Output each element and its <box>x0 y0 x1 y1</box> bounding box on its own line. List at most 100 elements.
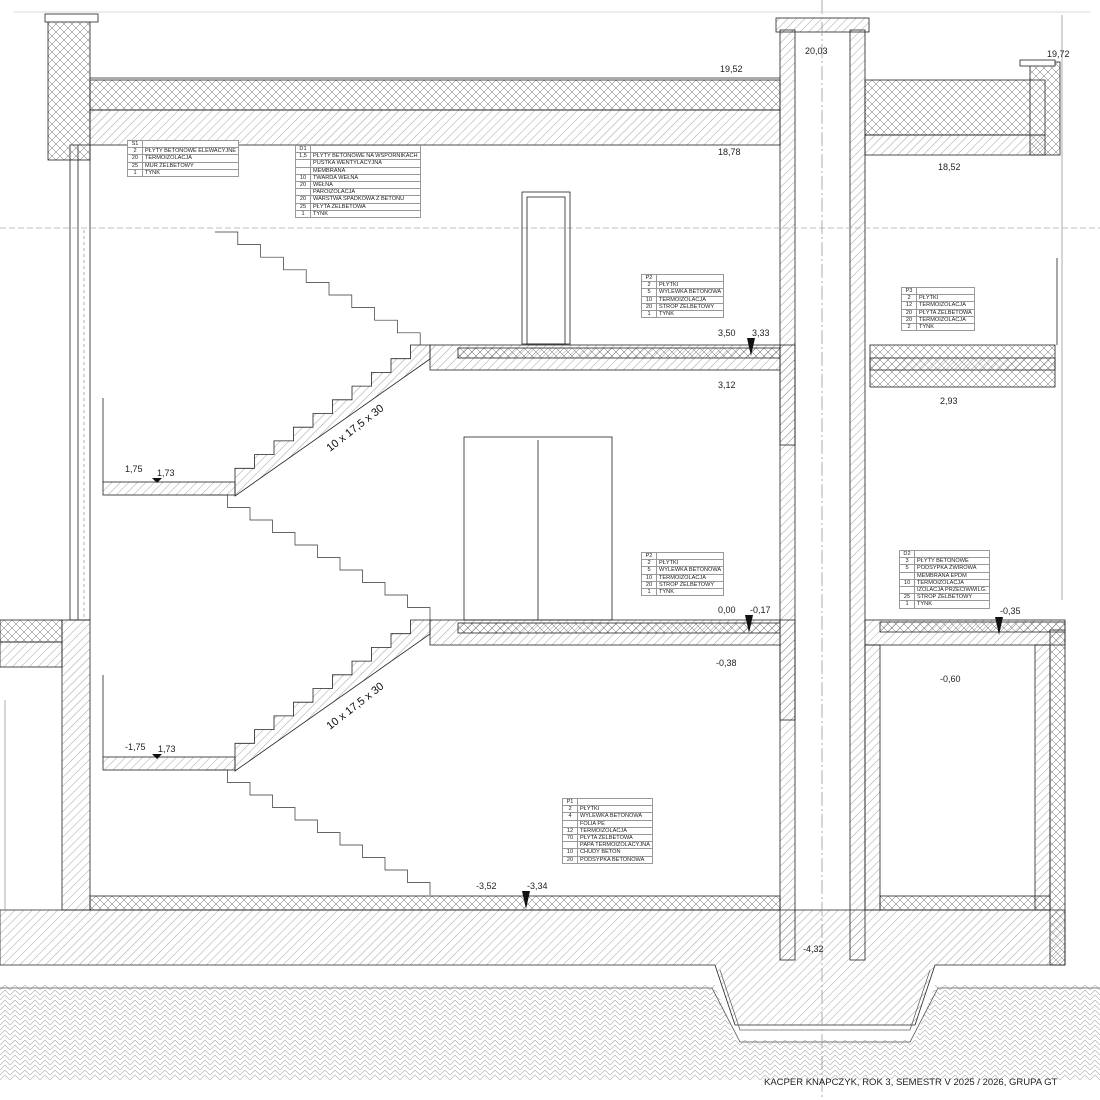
layer-material: PŁYTKI <box>577 805 653 814</box>
layer-material: TERMOIZOLACJA <box>655 573 725 582</box>
layer-row: IZOLACJA PRZECIWWILG. <box>899 586 990 595</box>
elevation-label: 3,12 <box>718 380 736 390</box>
elevation-label: 18,78 <box>718 147 741 157</box>
layer-material: PŁYTA ŻELBETOWA <box>310 202 421 211</box>
layer-thickness <box>899 571 915 580</box>
layer-code: D1 <box>295 144 311 154</box>
layer-thickness: 25 <box>899 593 915 602</box>
layer-material: TYNK <box>655 310 725 319</box>
layer-material: PAROIZOLACJA <box>310 188 421 197</box>
roof-insulation <box>89 79 781 111</box>
layer-thickness: 12 <box>901 301 917 310</box>
layer-material: WARSTWA SPADKOWA Z BETONU <box>310 195 421 204</box>
elevation-label: 2,93 <box>940 396 958 406</box>
layer-material: TWARDA WEŁNA <box>310 173 421 183</box>
layer-row: PAROIZOLACJA <box>295 188 421 197</box>
layer-table-title-row: P3 <box>901 286 975 296</box>
layer-row: MEMBRANA <box>295 166 421 175</box>
elevation-label: 18,52 <box>938 162 961 172</box>
layer-material: WYLEWKA BETONOWA <box>655 566 725 575</box>
layer-material: STROP ŻELBETOWY <box>655 302 725 312</box>
layer-thickness: 20 <box>562 855 578 864</box>
right-roof-insulation <box>864 79 1046 136</box>
layer-code: S1 <box>127 139 143 149</box>
layer-code: D2 <box>899 549 915 559</box>
layer-material: PŁYTA ŻELBETOWA <box>916 308 975 317</box>
layer-row: PUSTKA WENTYLACYJNA <box>295 159 421 168</box>
layer-material: TYNK <box>916 323 975 332</box>
layer-code: P3 <box>901 286 917 296</box>
stair-flight-view <box>205 769 431 895</box>
layer-material: TERMOIZOLACJA <box>142 154 239 163</box>
level-marker-icon <box>152 754 162 759</box>
elevation-label: 3,33 <box>752 328 770 338</box>
left-wall <box>61 619 91 911</box>
shaft-wall-right <box>849 29 866 961</box>
layer-thickness: 20 <box>641 580 657 590</box>
left-parapet <box>47 17 91 161</box>
elevation-labels: 19,52 20,03 19,72 18,78 18,52 3,50 3,33 … <box>125 46 1070 954</box>
elevation-label: 19,72 <box>1047 49 1070 59</box>
layer-material: TERMOIZOLACJA <box>916 315 975 325</box>
layer-material: TYNK <box>914 600 990 609</box>
layer-material: PŁYTKI <box>916 294 975 303</box>
level-marker-icon <box>745 615 753 633</box>
layer-thickness: 20 <box>901 308 917 317</box>
layer-thickness: 10 <box>641 573 657 582</box>
layer-material: TERMOIZOLACJA <box>577 826 653 836</box>
layer-material: TYNK <box>310 209 421 219</box>
elevation-label: 3,50 <box>718 328 736 338</box>
elevation-label: -0,60 <box>940 674 961 684</box>
elevation-label: -0,38 <box>716 658 737 668</box>
layer-thickness <box>899 586 915 595</box>
layer-thickness: 1 <box>295 209 311 219</box>
level-markers <box>152 338 1003 909</box>
layer-material: TYNK <box>655 588 725 597</box>
layer-thickness: 2 <box>901 323 917 332</box>
level-marker-icon <box>152 478 162 483</box>
layer-thickness: 1,5 <box>295 152 311 161</box>
layer-thickness: 20 <box>295 181 311 190</box>
layer-material: CHUDY BETON <box>577 848 653 857</box>
layer-thickness <box>562 819 578 828</box>
layer-material: PODSYPKA ŻWIROWA <box>914 564 990 573</box>
layer-thickness: 1 <box>899 600 915 609</box>
landing-1-75 <box>102 481 236 496</box>
layer-thickness <box>562 841 578 850</box>
layer-code: P2 <box>641 551 657 561</box>
layer-table-title-row: P2 <box>641 551 725 561</box>
layer-material: WYLEWKA BETONOWA <box>577 812 653 821</box>
layer-thickness: 25 <box>127 161 143 170</box>
elevation-label: -1,75 <box>125 742 146 752</box>
layer-thickness <box>295 166 311 175</box>
layer-thickness: 12 <box>562 826 578 836</box>
elevation-label: -3,34 <box>527 881 548 891</box>
